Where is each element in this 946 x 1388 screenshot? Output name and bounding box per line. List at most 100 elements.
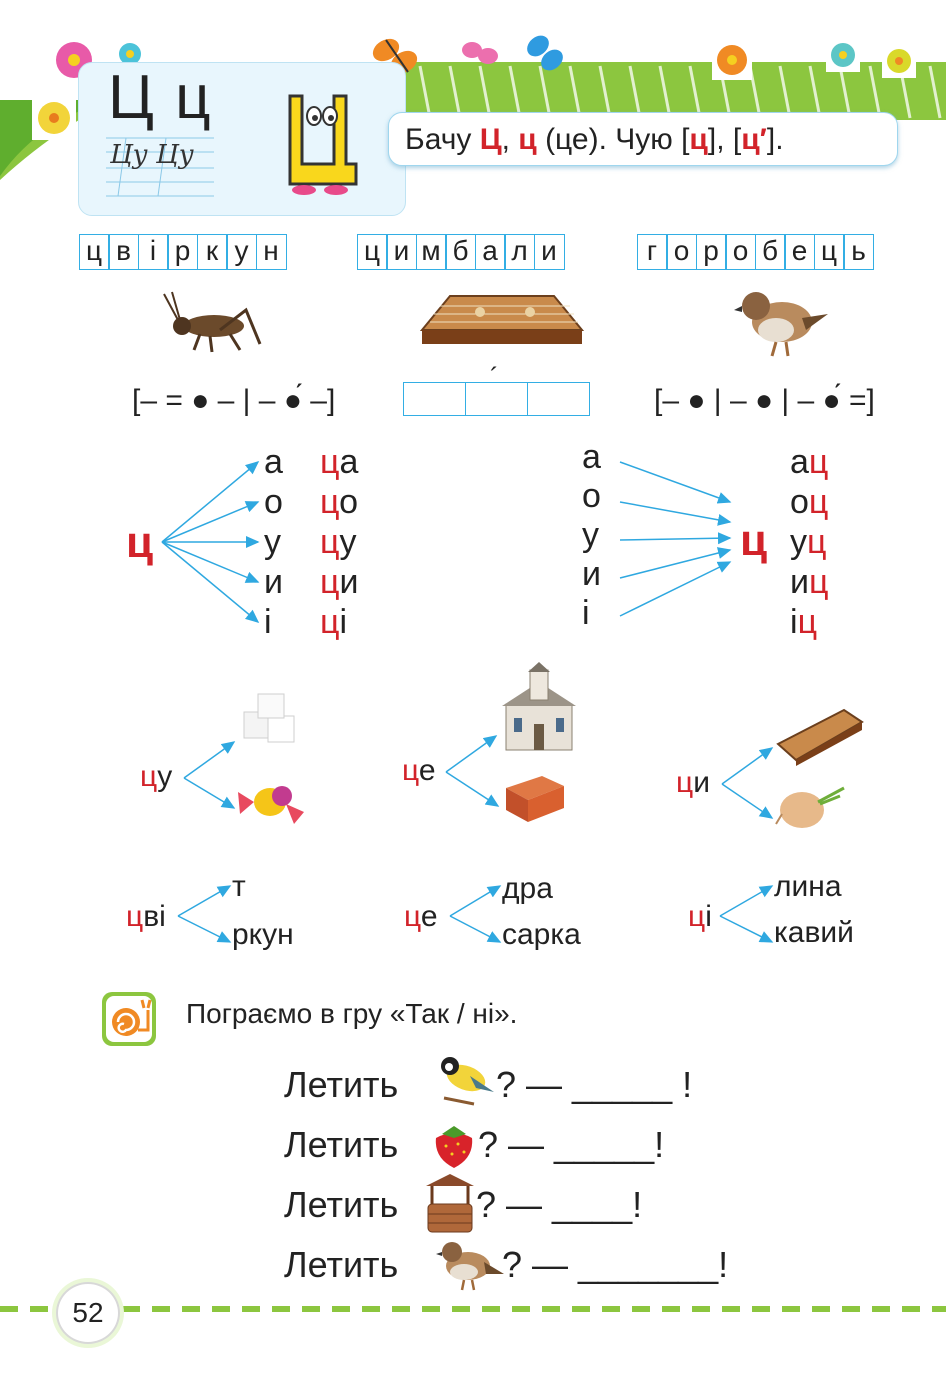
strawberry-icon [435,1126,473,1168]
empty-scheme-boxes [402,382,590,416]
syllable-vowel: у [790,523,807,561]
letter-cell: і [137,234,169,270]
syllable-vowel: і [339,603,348,641]
butterfly-icon [462,42,498,64]
letter-cell: б [445,234,476,270]
vowel: у [582,516,599,554]
cymbals-small-icon [776,708,864,766]
syllable-consonant: ц [140,760,158,793]
letter-cell: ц [356,234,388,270]
letter-cell: у [226,234,257,270]
speech-text: ], [ [707,123,742,156]
syllable-vowel: о [339,483,359,521]
syllable-source-letter: ц [126,518,154,567]
sound-scheme-left: [– = ● – | – ●́ –] [132,384,336,417]
speech-text: Бачу [405,123,480,156]
well-icon [426,1174,474,1233]
cymbals-icon [420,295,584,344]
sparrow-small-icon [436,1242,504,1291]
letter-cell: л [504,234,535,270]
chain-arrows [177,885,774,943]
syllable-consonant: ц [797,603,818,641]
syllable: ці [320,602,358,642]
letter-cell: м [415,234,447,270]
vowel-column-right: а о у и і [582,438,601,633]
page-number: 52 [56,1282,120,1344]
word-boxes-3: г о р о б е ц ь [636,234,874,270]
syllable-arrows [161,461,732,623]
chain-start-letter: ц [404,900,421,933]
syllable-consonant: ц [808,443,829,481]
letter-cell: е [784,234,815,270]
forward-syllables: ца цо цу ци ці [320,442,358,642]
word-boxes-2: ц и м б а л и [356,234,565,270]
scheme-cell [464,382,528,416]
footer-dash-left [0,1306,52,1312]
chain-ending: дра [502,872,553,905]
footer-dash-right [122,1306,946,1312]
chain-start-letter: ц [688,900,706,933]
syllable-vowel: и [693,766,710,799]
syllable-vowel: у [339,523,357,561]
chain-ending: сарка [502,918,581,951]
onion-icon [775,786,845,828]
picture-syllable-3: ци [676,766,710,800]
vowel: и [264,563,283,601]
picture-branch-arrows [183,735,774,819]
letter-cell: б [754,234,786,270]
letter-cell: и [386,234,417,270]
snail-game-icon [102,992,156,1046]
flower-icon [32,96,76,140]
syllable: іц [790,602,828,642]
game-line-4: Летить [284,1244,398,1286]
chain-start-rest: ві [143,900,166,933]
letter-cell: ь [843,234,874,270]
syllable-vowel: у [157,760,173,793]
chain-start-rest: е [420,900,438,933]
vowel: о [264,483,283,521]
big-letters: Ц ц [108,63,213,132]
letter-cell: р [167,234,198,270]
game-line-3-tail: ? — ____! [476,1184,643,1225]
sound-scheme-right: [– ● | – ● | – ●́ =] [654,384,875,417]
vowel: і [264,603,272,641]
chain-ending: т [232,870,246,903]
letter-cell: и [533,234,565,270]
syllable-vowel: а [339,443,359,481]
letter-cell: н [255,234,287,270]
letter-cell: к [196,234,228,270]
syllable-vowel: о [790,483,809,521]
game-line-3: Летить [284,1184,398,1226]
cricket-icon [163,291,262,353]
vowel-column-left: а о у и і [264,442,283,642]
sugar-cubes-icon [243,693,295,743]
syllable-target-letter: ц [740,516,768,565]
syllable: оц [790,482,828,522]
scheme-cell [402,382,466,416]
game-line-1: Летить [284,1064,398,1106]
chain-start-rest: і [705,900,712,933]
flower-icon [826,38,860,72]
chain-ending: лина [774,870,842,903]
speech-sound-soft: ц′ [741,123,767,156]
syllable-consonant: ц [320,483,340,521]
candy-icon [238,786,304,824]
reverse-syllables: ац оц уц иц іц [790,442,828,642]
speech-bubble: Бачу Ц, ц (це). Чую [ц], [ц′]. [388,112,898,166]
chain-start-2: це [404,900,438,934]
game-word: Летить [284,1064,399,1105]
game-word: Летить [284,1184,399,1225]
word-boxes-1: ц в і р к у н [78,234,287,270]
butterfly-icon [527,35,563,71]
letter-cell: о [666,234,697,270]
syllable-vowel: е [418,754,436,787]
chain-ending: ркун [232,918,294,951]
chain-ending: кавий [774,916,854,949]
handwriting-lines [106,137,214,197]
titmouse-icon [441,1057,494,1106]
game-word: Летить [284,1244,399,1285]
sparrow-icon [734,292,828,357]
church-icon [502,662,576,751]
syllable: уц [790,522,828,562]
letter-character-icon [262,78,358,195]
